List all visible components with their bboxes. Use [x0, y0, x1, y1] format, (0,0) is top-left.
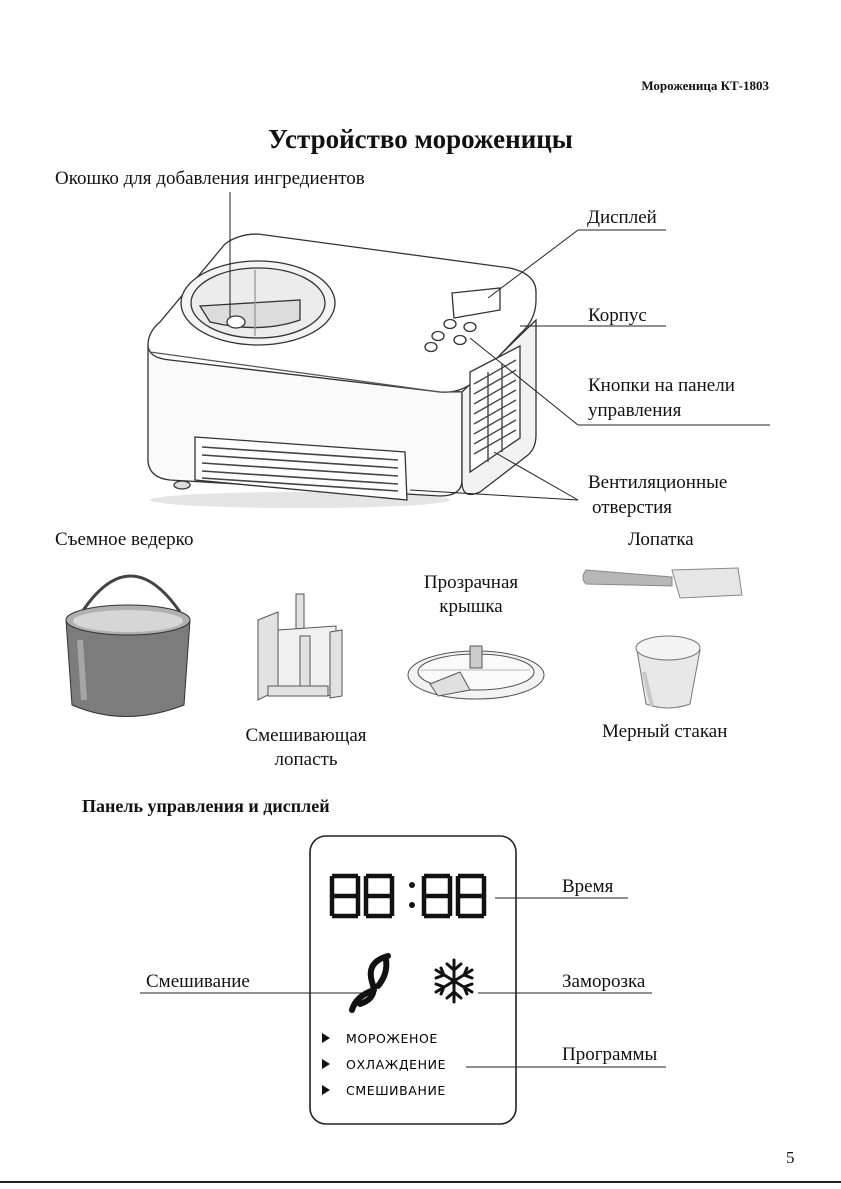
page-number: 5: [786, 1148, 795, 1167]
program-item: ОХЛАЖДЕНИЕ: [346, 1057, 446, 1072]
label-spatula: Лопатка: [628, 529, 694, 550]
control-panel-display: МОРОЖЕНОЕ ОХЛАЖДЕНИЕ СМЕШИВАНИЕ: [309, 835, 517, 1125]
page-bottom-rule: [0, 1181, 841, 1183]
bucket-illustration: [65, 574, 191, 717]
label-window: Окошко для добавления ингредиентов: [55, 168, 365, 189]
mixing-paddle-illustration: [257, 593, 343, 701]
mixing-icon: [349, 953, 391, 1013]
label-lid-line2: крышка: [439, 596, 503, 617]
label-freeze: Заморозка: [562, 971, 646, 992]
measuring-cup-illustration: [635, 635, 701, 709]
program-arrow-icon: [322, 1059, 330, 1069]
snowflake-icon: [434, 958, 474, 1004]
label-bucket: Съемное ведерко: [55, 529, 194, 550]
label-mixing: Смешивание: [146, 971, 250, 992]
ice-cream-maker-illustration: [147, 233, 537, 508]
label-time: Время: [562, 876, 614, 897]
label-paddle-line2: лопасть: [274, 749, 338, 770]
time-digits: [329, 873, 487, 919]
label-display: Дисплей: [587, 207, 657, 228]
label-vents-line2: отверстия: [592, 497, 672, 518]
section-title-panel: Панель управления и дисплей: [82, 796, 330, 816]
program-arrow-icon: [322, 1085, 330, 1095]
transparent-lid-illustration: [407, 645, 545, 700]
page-title: Устройство мороженицы: [268, 124, 573, 154]
label-body: Корпус: [588, 305, 647, 326]
program-arrow-icon: [322, 1033, 330, 1043]
header-title: Мороженица КТ-1803: [641, 78, 769, 93]
label-lid-line1: Прозрачная: [423, 572, 519, 593]
label-cup: Мерный стакан: [602, 721, 728, 742]
program-item: СМЕШИВАНИЕ: [346, 1083, 446, 1098]
label-paddle-line1: Смешивающая: [245, 725, 367, 746]
panel-leader-lines: [140, 897, 666, 1068]
label-programs: Программы: [562, 1044, 658, 1065]
label-buttons-line1: Кнопки на панели: [588, 375, 735, 396]
leader-lines: [229, 192, 770, 501]
label-vents-line1: Вентиляционные: [588, 472, 728, 493]
program-item: МОРОЖЕНОЕ: [346, 1031, 438, 1046]
spatula-illustration: [582, 567, 743, 599]
label-buttons-line2: управления: [588, 400, 682, 421]
